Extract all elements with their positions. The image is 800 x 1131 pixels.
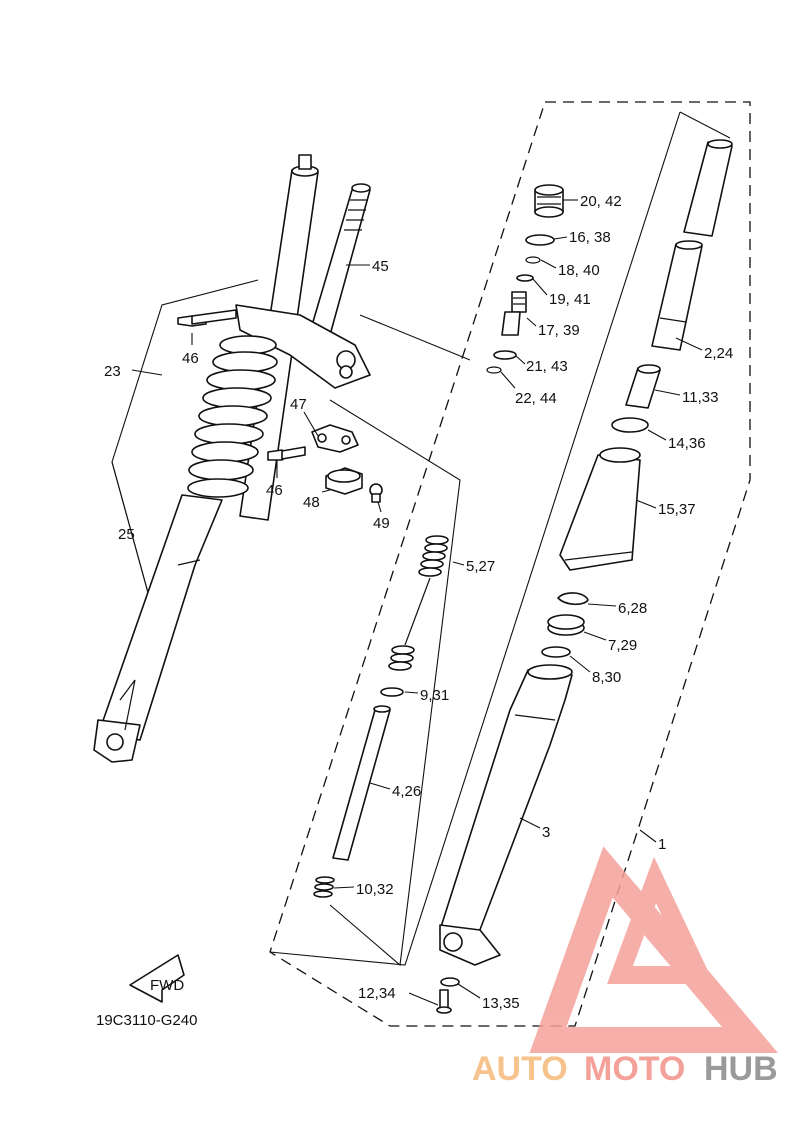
washer-21 [493, 350, 517, 360]
label-2-24: 2,24 [704, 345, 733, 362]
label-49: 49 [373, 515, 390, 532]
label-11-33: 11,33 [682, 389, 718, 406]
bolt-12 [436, 989, 452, 1014]
label-21-43: 21, 43 [526, 358, 568, 375]
label-16-38: 16, 38 [569, 229, 611, 246]
outer-tube-3 [439, 664, 573, 966]
label-9-31: 9,31 [420, 687, 449, 704]
washer-8 [541, 646, 571, 658]
label-46-lower: 46 [266, 482, 283, 499]
bolt-49 [369, 483, 383, 503]
o-ring-16 [525, 234, 555, 246]
assembled-fork-left [93, 154, 371, 763]
group-25-line [111, 461, 151, 601]
label-47: 47 [290, 396, 307, 413]
label-20-42: 20, 42 [580, 193, 622, 210]
label-22-44: 22, 44 [515, 390, 557, 407]
label-46-top: 46 [182, 350, 199, 367]
label-48: 48 [303, 494, 320, 511]
label-8-30: 8,30 [592, 669, 621, 686]
label-17-39: 17, 39 [538, 322, 580, 339]
group-1-outline [269, 111, 731, 966]
label-6-28: 6,28 [618, 600, 647, 617]
washer-18 [525, 256, 541, 264]
diagram-code: 19C3110-G240 [96, 1012, 197, 1029]
label-13-35: 13,35 [482, 995, 520, 1012]
bracket-47 [311, 424, 359, 453]
watermark-auto: AUTO [472, 1050, 568, 1088]
cap-bolt-20 [534, 184, 564, 218]
label-14-36: 14,36 [668, 435, 706, 452]
watermark-hub: HUB [704, 1050, 778, 1088]
ring-9 [380, 687, 404, 697]
inner-tube-2 [651, 139, 733, 351]
label-4-26: 4,26 [392, 783, 421, 800]
label-5-27: 5,27 [466, 558, 495, 575]
bolt-46-lower [267, 446, 306, 461]
label-15-37: 15,37 [658, 501, 696, 518]
spring-10 [313, 876, 335, 898]
label-1: 1 [658, 836, 666, 853]
leader-lines [131, 199, 703, 1006]
label-45: 45 [372, 258, 389, 275]
label-7-29: 7,29 [608, 637, 637, 654]
label-19-41: 19, 41 [549, 291, 591, 308]
label-3: 3 [542, 824, 550, 841]
automotohub-logo-icon [529, 846, 779, 1053]
fwd-arrow-icon: FWD [129, 954, 185, 1003]
label-10-32: 10,32 [356, 881, 394, 898]
adjuster-17 [501, 291, 527, 336]
boot-15 [559, 447, 641, 571]
watermark-moto: MOTO [584, 1050, 685, 1088]
fwd-label: FWD [150, 977, 184, 994]
clamp-14 [611, 417, 649, 433]
o-ring-19 [516, 274, 534, 282]
spring-5 [388, 535, 449, 671]
washer-22 [486, 366, 502, 374]
label-12-34: 12,34 [358, 985, 396, 1002]
clip-6 [557, 592, 589, 606]
group-spring-bracket [329, 314, 471, 967]
seal-7 [547, 614, 585, 636]
washer-13 [440, 977, 460, 987]
damper-rod-4 [332, 705, 391, 861]
label-18-40: 18, 40 [558, 262, 600, 279]
label-23: 23 [104, 363, 121, 380]
label-25: 25 [118, 526, 135, 543]
bushing-11 [625, 364, 661, 409]
clamp-48 [325, 467, 363, 495]
